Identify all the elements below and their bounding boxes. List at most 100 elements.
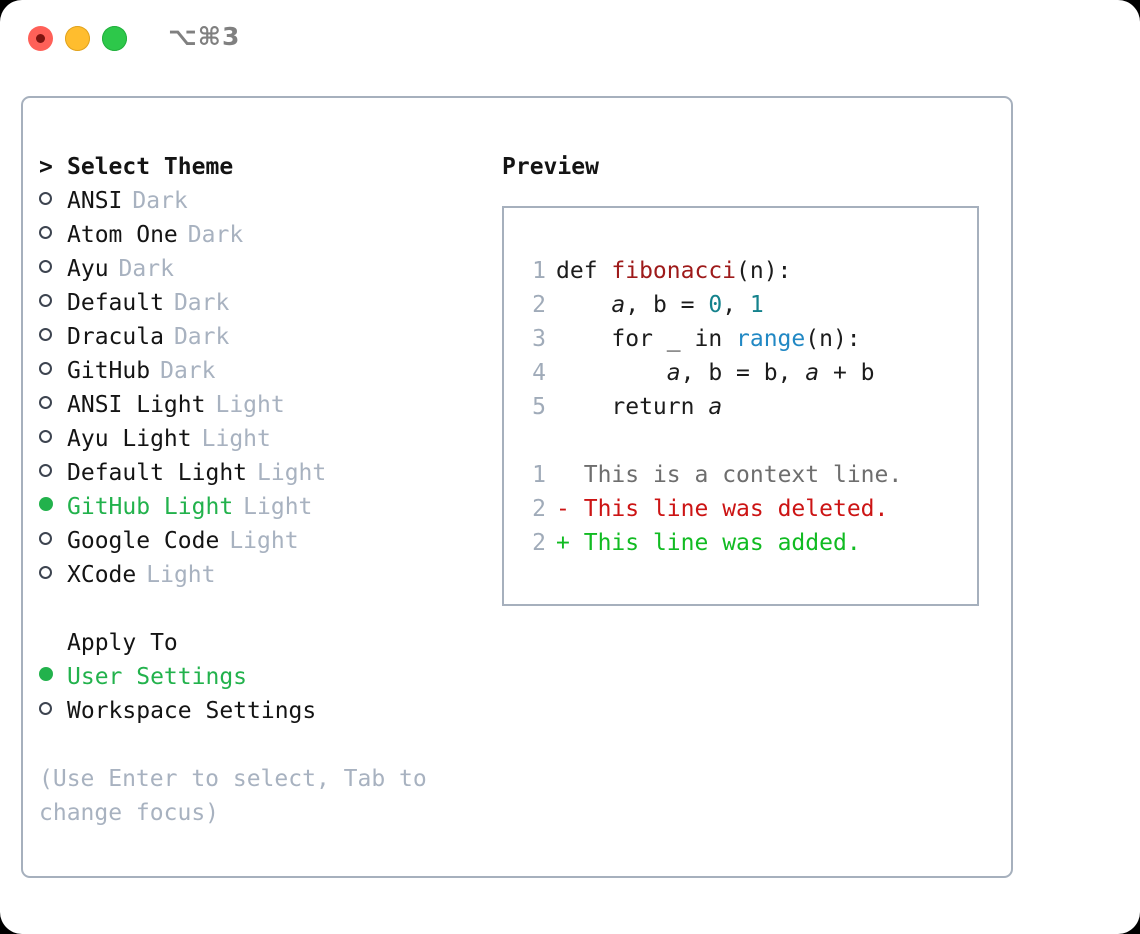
theme-option-default-dark[interactable]: Default Dark <box>39 286 469 320</box>
radio-off-icon[interactable] <box>39 388 67 422</box>
theme-option-tag: Light <box>229 528 299 554</box>
theme-option-tag: Light <box>257 460 327 486</box>
diff-text: This line was deleted. <box>583 496 889 522</box>
code-token-var: a <box>611 292 626 318</box>
radio-off-icon[interactable] <box>39 558 67 592</box>
theme-option-ayu-light[interactable]: Ayu Light Light <box>39 422 469 456</box>
radio-on-icon[interactable] <box>39 660 67 694</box>
theme-option-tag: Dark <box>160 358 216 384</box>
code-token <box>556 360 667 386</box>
code-token-var: a <box>805 360 820 386</box>
traffic-lights <box>28 26 127 51</box>
theme-option-tag: Light <box>215 392 285 418</box>
theme-option-ayu-dark[interactable]: Ayu Dark <box>39 252 469 286</box>
theme-option-label: Ayu Light <box>67 426 192 452</box>
minimize-button[interactable] <box>65 26 90 51</box>
theme-option-label: Google Code <box>67 528 220 554</box>
radio-off-icon[interactable] <box>39 524 67 558</box>
radio-off-icon[interactable] <box>39 320 67 354</box>
theme-option-ansi-light[interactable]: ANSI Light Light <box>39 388 469 422</box>
code-token-var: a <box>666 360 681 386</box>
theme-option-default-light[interactable]: Default Light Light <box>39 456 469 490</box>
theme-option-tag: Dark <box>173 290 230 316</box>
theme-option-tag: Light <box>201 426 271 452</box>
maximize-button[interactable] <box>102 26 127 51</box>
theme-option-label: ANSI Light <box>67 392 206 418</box>
theme-option-label: GitHub <box>67 358 151 384</box>
line-number: 2 <box>532 292 546 318</box>
theme-option-atom-one-dark[interactable]: Atom One Dark <box>39 218 469 252</box>
code-token: for _ in <box>556 326 737 352</box>
code-token-call: range <box>736 326 806 352</box>
theme-option-dracula-dark[interactable]: Dracula Dark <box>39 320 469 354</box>
radio-off-icon[interactable] <box>39 252 67 286</box>
list-spacer <box>39 592 469 626</box>
theme-option-label: Ayu <box>67 256 109 282</box>
radio-off-icon[interactable] <box>39 456 67 490</box>
window-titlebar: ⌥⌘3 <box>0 0 1140 78</box>
theme-option-ansi-dark[interactable]: ANSI Dark <box>39 184 469 218</box>
apply-to-option-workspace-settings[interactable]: Workspace Settings <box>39 694 469 728</box>
radio-off-icon[interactable] <box>39 218 67 252</box>
theme-option-tag: Light <box>243 494 313 520</box>
main-panel: > Select Theme ANSI Dark Atom One Dark A… <box>21 96 1013 878</box>
code-token: (n): <box>805 326 861 352</box>
theme-option-google-code[interactable]: Google Code Light <box>39 524 469 558</box>
code-token: , <box>722 292 750 318</box>
code-line: 3 for _ in range(n): <box>524 322 977 356</box>
line-number: 4 <box>532 360 546 386</box>
theme-option-tag: Light <box>146 562 216 588</box>
line-number: 1 <box>532 258 546 284</box>
theme-option-label: Default Light <box>67 460 248 486</box>
theme-option-tag: Dark <box>132 188 188 214</box>
radio-off-icon[interactable] <box>39 422 67 456</box>
diff-text: This line was added. <box>583 530 861 556</box>
apply-to-option-label: Workspace Settings <box>67 698 317 724</box>
code-token-number: 1 <box>749 292 764 318</box>
theme-option-label: Dracula <box>67 324 164 350</box>
diff-line-deleted: 2- This line was deleted. <box>524 492 977 526</box>
caret-icon: > <box>39 154 53 180</box>
radio-off-icon[interactable] <box>39 354 67 388</box>
code-token: return <box>556 394 709 420</box>
diff-sign <box>556 462 570 488</box>
diff-line-context: 1 This is a context line. <box>524 458 977 492</box>
theme-option-label: XCode <box>67 562 137 588</box>
line-number: 5 <box>532 394 546 420</box>
theme-option-github-dark[interactable]: GitHub Dark <box>39 354 469 388</box>
line-number: 3 <box>532 326 546 352</box>
close-button[interactable] <box>28 26 53 51</box>
code-token: , b = <box>625 292 709 318</box>
apply-to-heading-label: Apply To <box>67 630 178 656</box>
preview-heading-label: Preview <box>502 154 599 180</box>
diff-sign: + <box>556 530 570 556</box>
theme-option-tag: Dark <box>118 256 174 282</box>
theme-picker-heading: > Select Theme <box>39 150 469 184</box>
line-number: 2 <box>532 530 546 556</box>
theme-option-xcode[interactable]: XCode Light <box>39 558 469 592</box>
theme-picker: > Select Theme ANSI Dark Atom One Dark A… <box>39 150 469 728</box>
radio-off-icon[interactable] <box>39 694 67 728</box>
code-token: , b = b, <box>680 360 806 386</box>
code-line: 5 return a <box>524 390 977 424</box>
apply-to-option-user-settings[interactable]: User Settings <box>39 660 469 694</box>
theme-picker-heading-label: Select Theme <box>67 154 234 180</box>
diff-line-added: 2 + This line was added. <box>524 526 977 560</box>
theme-option-github-light[interactable]: GitHub Light Light <box>39 490 469 524</box>
theme-option-label: GitHub Light <box>67 494 234 520</box>
code-line: 2 a, b = 0, 1 <box>524 288 977 322</box>
keyboard-hint-text: (Use Enter to select, Tab to change focu… <box>39 766 427 826</box>
window-shortcut-label: ⌥⌘3 <box>168 22 241 51</box>
radio-off-icon[interactable] <box>39 184 67 218</box>
radio-off-icon[interactable] <box>39 286 67 320</box>
theme-option-label: Default <box>67 290 164 316</box>
theme-option-label: ANSI <box>67 188 123 214</box>
code-token: + b <box>819 360 875 386</box>
radio-on-icon[interactable] <box>39 490 67 524</box>
theme-option-label: Atom One <box>67 222 178 248</box>
line-number: 2 <box>532 496 546 522</box>
line-number: 1 <box>532 462 546 488</box>
